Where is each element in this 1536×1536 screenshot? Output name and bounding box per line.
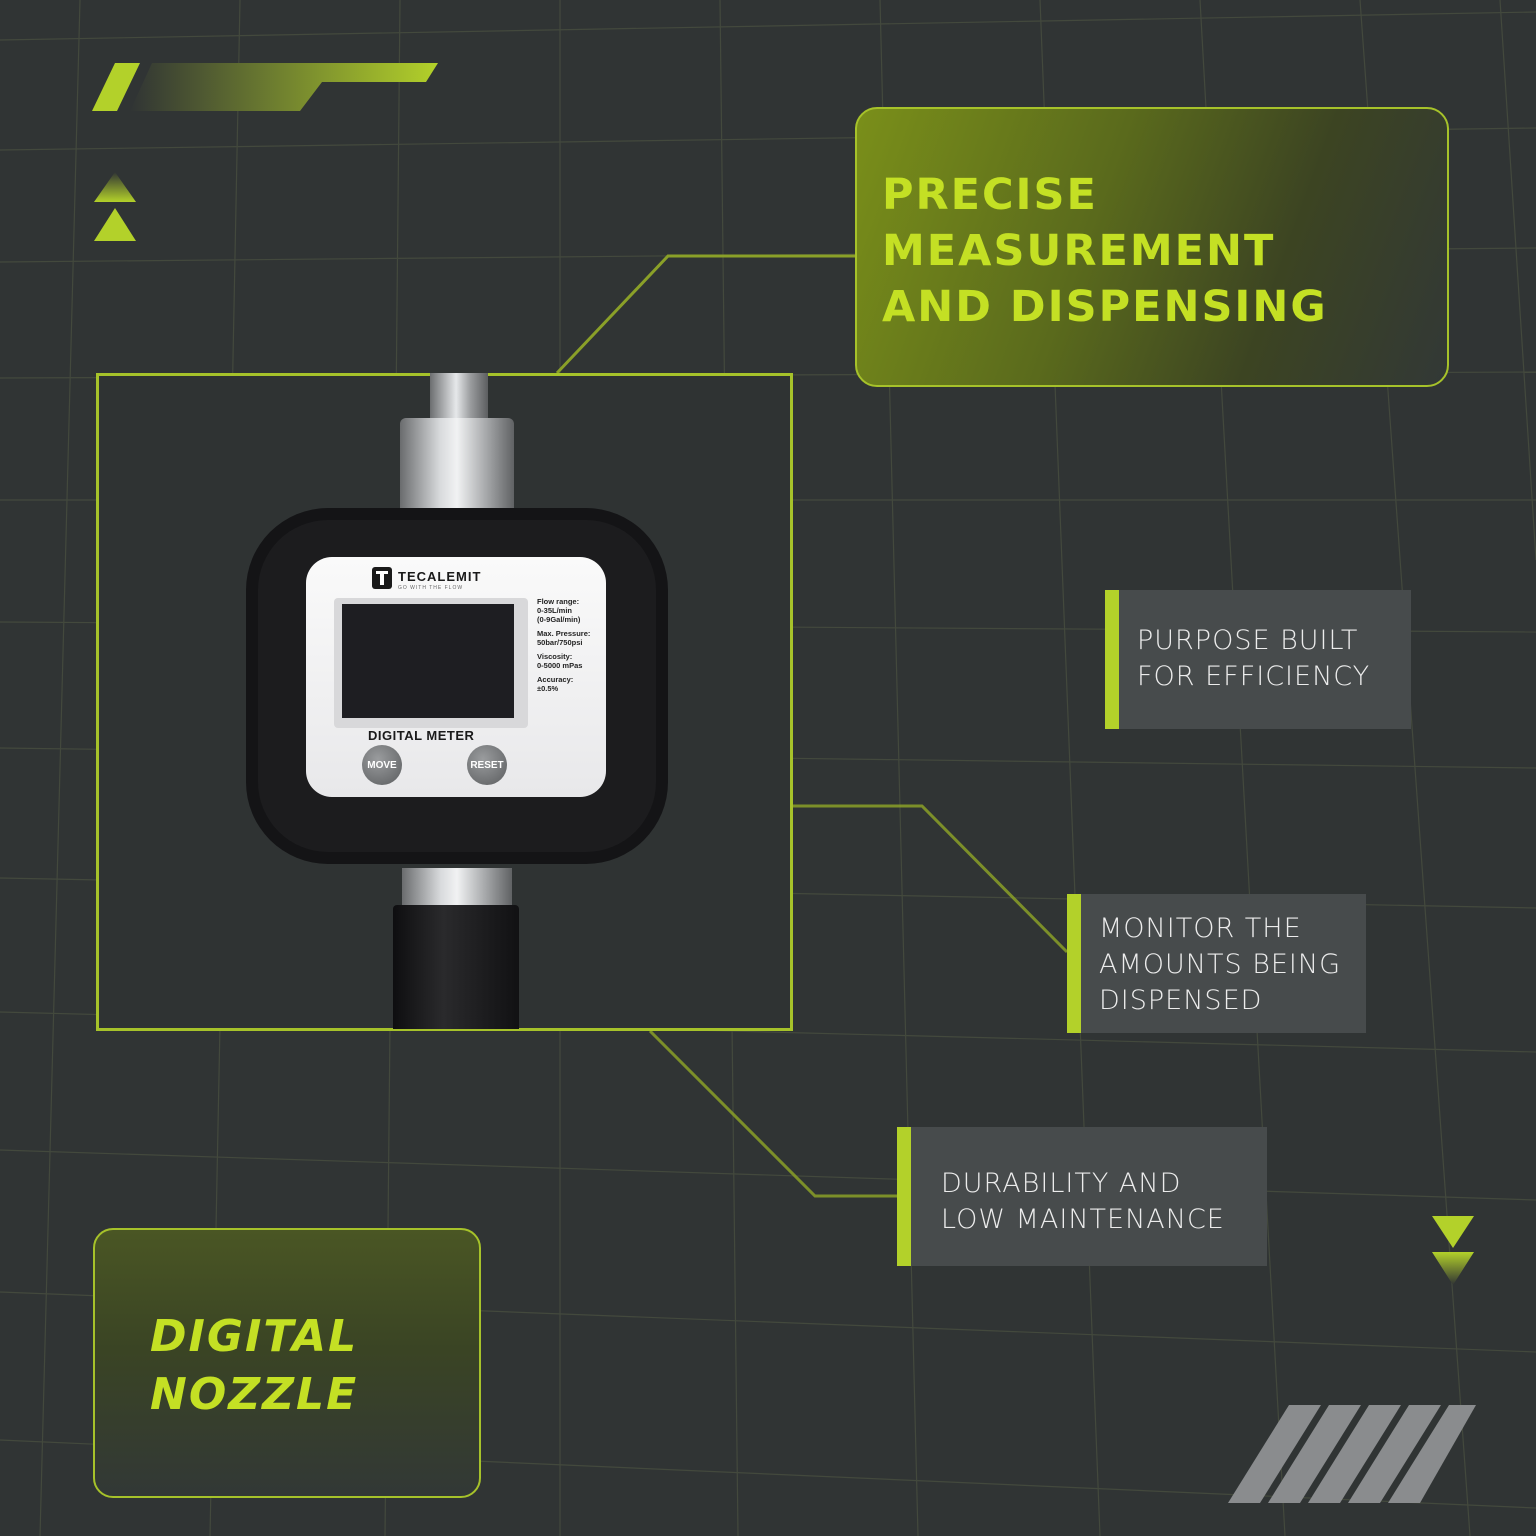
feature-text: MONITOR THE AMOUNTS BEING DISPENSED bbox=[1099, 913, 1342, 1016]
feature-callout-efficiency: PURPOSE BUILT FOR EFFICIENCY bbox=[1105, 590, 1411, 729]
feature-text: PURPOSE BUILT FOR EFFICIENCY bbox=[1137, 625, 1371, 692]
meter-move-button: MOVE bbox=[362, 745, 402, 785]
meter-specs: Flow range: 0-35L/min (0-9Gal/min) Max. … bbox=[537, 597, 605, 698]
spec-accuracy: Accuracy: ±0.5% bbox=[537, 675, 574, 693]
meter-label: DIGITAL METER bbox=[368, 728, 475, 743]
spec-max-pressure: Max. Pressure: 50bar/750psi bbox=[537, 629, 591, 647]
headline-box: PRECISE MEASUREMENT AND DISPENSING bbox=[855, 107, 1449, 387]
callout-accent-bar bbox=[1067, 894, 1081, 1033]
spec-viscosity: Viscosity: 0-5000 mPas bbox=[537, 652, 583, 670]
callout-accent-bar bbox=[897, 1127, 911, 1266]
connector-lines bbox=[555, 254, 1105, 1198]
feature-callout-monitor: MONITOR THE AMOUNTS BEING DISPENSED bbox=[1067, 894, 1366, 1033]
meter-tagline: GO WITH THE FLOW bbox=[398, 585, 464, 591]
meter-brand: TECALEMIT bbox=[398, 569, 482, 584]
nozzle-handle bbox=[393, 905, 519, 1029]
meter-bottom-nut bbox=[402, 868, 512, 910]
feature-callout-durability: DURABILITY AND LOW MAINTENANCE bbox=[897, 1127, 1267, 1266]
meter-lcd-screen bbox=[342, 604, 514, 718]
accent-stripe-icon bbox=[92, 63, 438, 111]
tecalemit-logo-icon bbox=[372, 567, 392, 589]
triangle-up-icon bbox=[94, 172, 136, 241]
spec-flow-range: Flow range: 0-35L/min (0-9Gal/min) bbox=[537, 597, 581, 624]
meter-top-nut bbox=[400, 418, 514, 528]
feature-text: DURABILITY AND LOW MAINTENANCE bbox=[941, 1168, 1225, 1235]
product-name: DIGITAL NOZZLE bbox=[150, 1311, 359, 1420]
triangle-down-icon bbox=[1432, 1216, 1474, 1285]
headline: PRECISE MEASUREMENT AND DISPENSING bbox=[882, 170, 1328, 332]
callout-accent-bar bbox=[1105, 590, 1119, 729]
slash-stripes-icon bbox=[1228, 1405, 1476, 1503]
meter-reset-button: RESET bbox=[467, 745, 507, 785]
product-name-box: DIGITAL NOZZLE bbox=[93, 1228, 481, 1498]
